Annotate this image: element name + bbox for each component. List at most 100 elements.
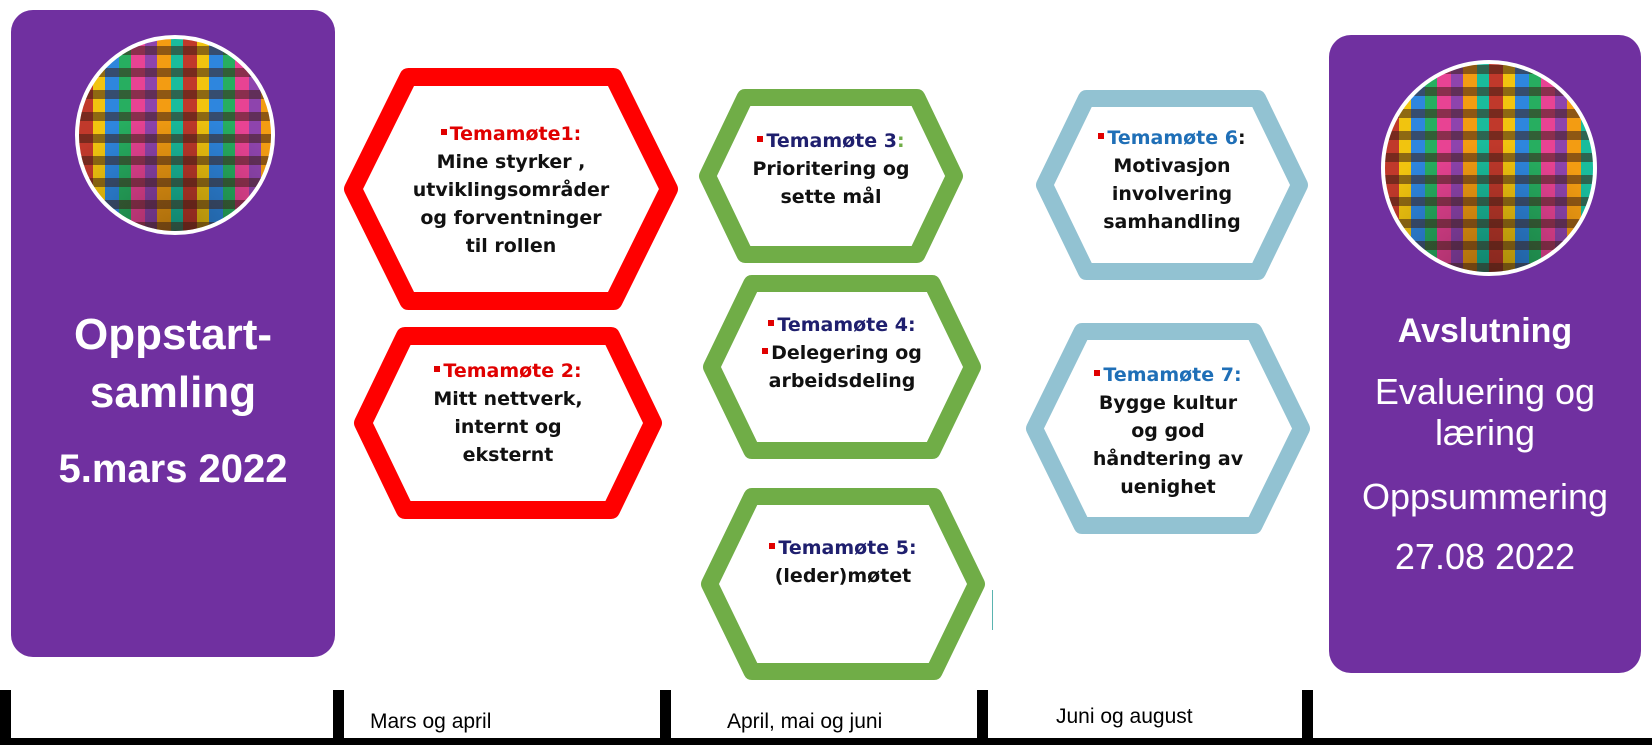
topic-text: Temamøte 6:Motivasjon involvering samhandl…: [1034, 124, 1310, 236]
topic-heading-text: Temamøte 4:: [777, 314, 916, 336]
topic-line-text: eksternt: [462, 444, 554, 466]
topic-hex-2: Temamøte 2: Mitt nettverk, internt og ekste…: [352, 325, 664, 521]
bullet-icon: [757, 136, 764, 142]
hexagon-outline: [344, 68, 678, 310]
bullet-icon: [769, 543, 776, 549]
timeline-tick-0: [0, 690, 11, 745]
topic-line-text: Mine styrker ,: [436, 151, 586, 173]
topic-heading: Temamøte 6:: [1034, 124, 1310, 152]
topic-line-text: Delegering og: [771, 342, 922, 364]
topic-heading: Temamøte 2:: [352, 357, 664, 385]
topic-line: håndtering av: [1024, 445, 1312, 473]
topic-line-text: og god: [1131, 420, 1205, 442]
hexagon-shape: [699, 89, 963, 263]
topic-heading-text: Temamøte 3: [766, 130, 897, 152]
timeline-tick-2: [660, 690, 671, 745]
topic-hex-4: Temamøte 4: Delegering og arbeidsdeling: [701, 273, 983, 461]
start-title-line1: Oppstart-: [74, 310, 272, 359]
topic-line: Prioritering og: [697, 155, 965, 183]
topic-line-text: Bygge kultur: [1098, 392, 1238, 414]
topic-line-text: sette mål: [780, 186, 882, 208]
topic-line: Motivasjon: [1034, 152, 1310, 180]
hexagon-outline: [699, 89, 963, 263]
bullet-icon: [768, 320, 775, 326]
topic-line: involvering: [1034, 180, 1310, 208]
topic-hex-1: Temamøte1: Mine styrker , utviklingsområde…: [342, 66, 680, 312]
topic-hex-3: Temamøte 3: Prioritering og sette mål: [697, 87, 965, 265]
topic-line-text: og forventninger: [420, 207, 602, 229]
bullet-icon: [762, 348, 769, 354]
hexagon-shape: [1026, 323, 1310, 534]
topic-line: internt og: [352, 413, 664, 441]
hexagon-outline: [1026, 323, 1310, 534]
start-panel: Oppstart- samling 5.mars 2022: [11, 10, 335, 657]
hexagon-shape: [354, 327, 662, 519]
topic-heading: Temamøte 5:: [699, 534, 987, 562]
timeline-tick-4: [1302, 690, 1313, 745]
topic-text: Temamøte 2: Mitt nettverk, internt og ekste…: [352, 357, 664, 469]
topic-heading: Temamøte 3:: [697, 127, 965, 155]
topic-heading-text: Temamøte 5:: [778, 537, 917, 559]
topic-line-text: håndtering av: [1092, 448, 1244, 470]
end-panel: Avslutning Evaluering og læring Oppsumme…: [1329, 35, 1641, 673]
topic-hex-7: Temamøte 7: Bygge kultur og god håndtering …: [1024, 321, 1312, 536]
hexagon-outline: [703, 275, 981, 459]
topic-line: Delegering og: [701, 339, 983, 367]
topic-line: og forventninger: [342, 204, 680, 232]
start-title-line2: samling: [89, 368, 257, 417]
topic-line-text: Mitt nettverk,: [433, 388, 583, 410]
topic-line-text: uenighet: [1120, 476, 1216, 498]
topic-heading-text: Temamøte 7:: [1103, 364, 1242, 386]
topic-line-text: internt og: [454, 416, 562, 438]
hexagon-shape: [701, 488, 985, 680]
period-label-1: Mars og april: [370, 710, 492, 733]
end-line4: 27.08 2022: [1394, 536, 1576, 577]
period-label-2: April, mai og juni: [727, 710, 883, 733]
topic-line: utviklingsområder: [342, 176, 680, 204]
topic-line: uenighet: [1024, 473, 1312, 501]
topic-text: Temamøte 5: (leder)møtet: [699, 534, 987, 590]
start-date: 5.mars 2022: [58, 447, 288, 491]
topic-line: samhandling: [1034, 208, 1310, 236]
hexagon-shape: [1036, 90, 1308, 280]
topic-heading-text: Temamøte 6: [1107, 127, 1238, 149]
topic-text: Temamøte 4: Delegering og arbeidsdeling: [701, 311, 983, 395]
topic-line: eksternt: [352, 441, 664, 469]
topic-line: Mine styrker ,: [342, 148, 680, 176]
divider-line: [992, 590, 993, 630]
topic-line: Mitt nettverk,: [352, 385, 664, 413]
topic-hex-6: Temamøte 6:Motivasjon involvering samhandl…: [1034, 88, 1310, 282]
topic-heading-text: Temamøte1:: [449, 123, 582, 145]
topic-text: Temamøte 7: Bygge kultur og god håndtering …: [1024, 361, 1312, 501]
bullet-icon: [434, 366, 441, 372]
end-line1: Evaluering og: [1374, 371, 1596, 412]
topic-heading-text: Temamøte 2:: [443, 360, 582, 382]
bullet-icon: [1094, 370, 1101, 376]
end-line2: læring: [1434, 412, 1536, 453]
topic-text: Temamøte 3: Prioritering og sette mål: [697, 127, 965, 211]
bullet-icon: [1098, 133, 1105, 139]
topic-line: sette mål: [697, 183, 965, 211]
topic-line-text: samhandling: [1103, 211, 1241, 233]
bullet-icon: [440, 129, 447, 135]
topic-heading: Temamøte 4:: [701, 311, 983, 339]
hexagon-outline: [701, 488, 985, 680]
topic-line-text: (leder)møtet: [774, 565, 912, 587]
topic-heading-suffix: :: [897, 130, 905, 152]
topic-line: Bygge kultur: [1024, 389, 1312, 417]
choir-photo-end: [1381, 60, 1597, 276]
period-label-3: Juni og august: [1056, 705, 1193, 728]
timeline-tick-3: [977, 690, 988, 745]
topic-line: arbeidsdeling: [701, 367, 983, 395]
hexagon-shape: [344, 68, 678, 310]
topic-line-text: Prioritering og: [752, 158, 910, 180]
topic-line: (leder)møtet: [699, 562, 987, 590]
topic-line-text: involvering: [1111, 183, 1233, 205]
topic-line: til rollen: [342, 232, 680, 260]
end-line3: Oppsummering: [1361, 476, 1609, 517]
topic-heading: Temamøte 7:: [1024, 361, 1312, 389]
timeline-axis: [0, 738, 1652, 745]
hexagon-outline: [1036, 90, 1308, 280]
timeline-tick-1: [333, 690, 344, 745]
topic-heading: Temamøte1:: [342, 120, 680, 148]
